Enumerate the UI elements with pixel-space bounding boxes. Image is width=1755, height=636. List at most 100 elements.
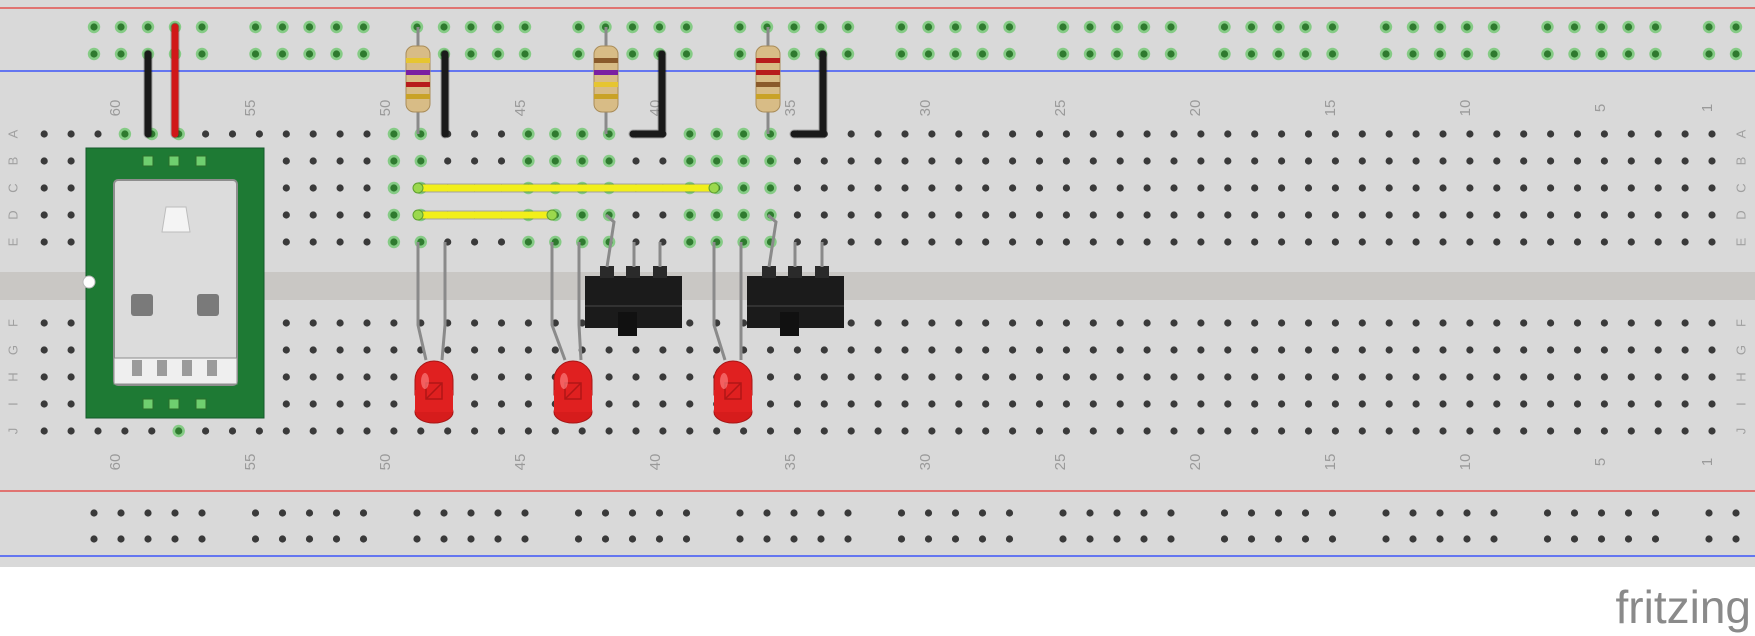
hole (1466, 427, 1474, 435)
rail-hole-bottom-1 (817, 509, 825, 517)
hole (928, 373, 936, 381)
usb-connector-shell (113, 179, 238, 386)
rail-hole-bottom-2 (897, 535, 906, 543)
rail-hole-bottom-2 (1140, 535, 1148, 543)
row-label-right: F (1733, 319, 1748, 327)
hole (1304, 130, 1313, 138)
rail-hole-top-2 (736, 50, 744, 58)
rail-hole-top-1 (682, 23, 691, 31)
hole (740, 130, 748, 138)
rail-hole-bottom-2 (1705, 535, 1713, 543)
center-channel (0, 272, 1755, 300)
rail-hole-top-2 (494, 50, 502, 58)
hole (282, 319, 290, 327)
rail-hole-bottom-1 (1382, 509, 1390, 517)
rail-hole-bottom-1 (951, 509, 960, 517)
hole (309, 400, 317, 408)
rail-hole-bottom-2 (1382, 535, 1390, 543)
hole (1358, 184, 1366, 192)
hole (524, 157, 533, 165)
hole (1412, 211, 1420, 219)
hole (1062, 373, 1070, 381)
hole (1439, 238, 1447, 246)
hole (766, 346, 775, 354)
hole (1197, 427, 1205, 435)
hole (1439, 319, 1447, 327)
column-label-top: 5 (1592, 104, 1609, 112)
hole (982, 130, 990, 138)
hole (551, 346, 559, 354)
hole (40, 157, 48, 165)
rail-hole-bottom-2 (978, 535, 987, 543)
hole (363, 238, 371, 246)
hole (1385, 319, 1393, 327)
rail-hole-bottom-2 (1113, 535, 1121, 543)
hole (1143, 346, 1151, 354)
hole (336, 346, 344, 354)
switch-2-pin (815, 266, 829, 278)
hole (874, 400, 882, 408)
rail-hole-bottom-2 (1059, 535, 1067, 543)
hole (309, 238, 317, 246)
rail-hole-bottom-2 (1301, 535, 1310, 543)
hole (1035, 373, 1044, 381)
hole (686, 238, 694, 246)
hole (928, 157, 936, 165)
hole (1627, 346, 1635, 354)
hole (1143, 373, 1151, 381)
rail-hole-top-2 (1220, 50, 1229, 58)
hole (1627, 373, 1635, 381)
hole (1197, 319, 1205, 327)
hole (632, 427, 640, 435)
hole (1466, 184, 1474, 192)
hole (417, 427, 425, 435)
hole (1304, 184, 1313, 192)
rail-hole-top-2 (359, 50, 368, 58)
hole (1116, 211, 1124, 219)
hole (363, 427, 371, 435)
hole (1708, 400, 1716, 408)
hole (820, 346, 828, 354)
usb-connector-slot-right (197, 294, 219, 316)
hole (605, 427, 613, 435)
hole (847, 157, 855, 165)
hole (1681, 184, 1689, 192)
rail-hole-bottom-1 (1624, 509, 1633, 517)
hole (1520, 427, 1528, 435)
hole (632, 373, 640, 381)
rail-hole-top-1 (305, 23, 314, 31)
hole (1412, 157, 1420, 165)
rail-hole-top-1 (494, 23, 502, 31)
hole (228, 130, 237, 138)
hole (1466, 130, 1474, 138)
rail-hole-top-1 (628, 23, 637, 31)
column-label-bottom: 55 (242, 454, 259, 471)
hole (1520, 184, 1528, 192)
rail-hole-bottom-1 (574, 509, 583, 517)
hole (497, 319, 506, 327)
hole (820, 373, 828, 381)
column-label-top: 35 (782, 100, 799, 117)
hole (1573, 130, 1582, 138)
hole (1278, 373, 1286, 381)
hole (1331, 184, 1339, 192)
hole (202, 130, 210, 138)
resistor-2-band (594, 70, 618, 75)
rail-hole-bottom-2 (601, 535, 610, 543)
rail-hole-top-2 (1301, 50, 1310, 58)
hole (901, 184, 909, 192)
rail-hole-top-1 (1651, 23, 1660, 31)
hole (982, 319, 990, 327)
hole (228, 427, 237, 435)
hole (524, 346, 533, 354)
hole (497, 130, 506, 138)
hole (1358, 238, 1366, 246)
hole (1224, 130, 1232, 138)
column-label-bottom: 25 (1052, 454, 1069, 471)
led-2-leg (577, 242, 583, 361)
hole (928, 238, 936, 246)
hole (1116, 346, 1124, 354)
hole (1143, 157, 1151, 165)
hole (1654, 238, 1662, 246)
column-label-top: 20 (1187, 100, 1204, 117)
